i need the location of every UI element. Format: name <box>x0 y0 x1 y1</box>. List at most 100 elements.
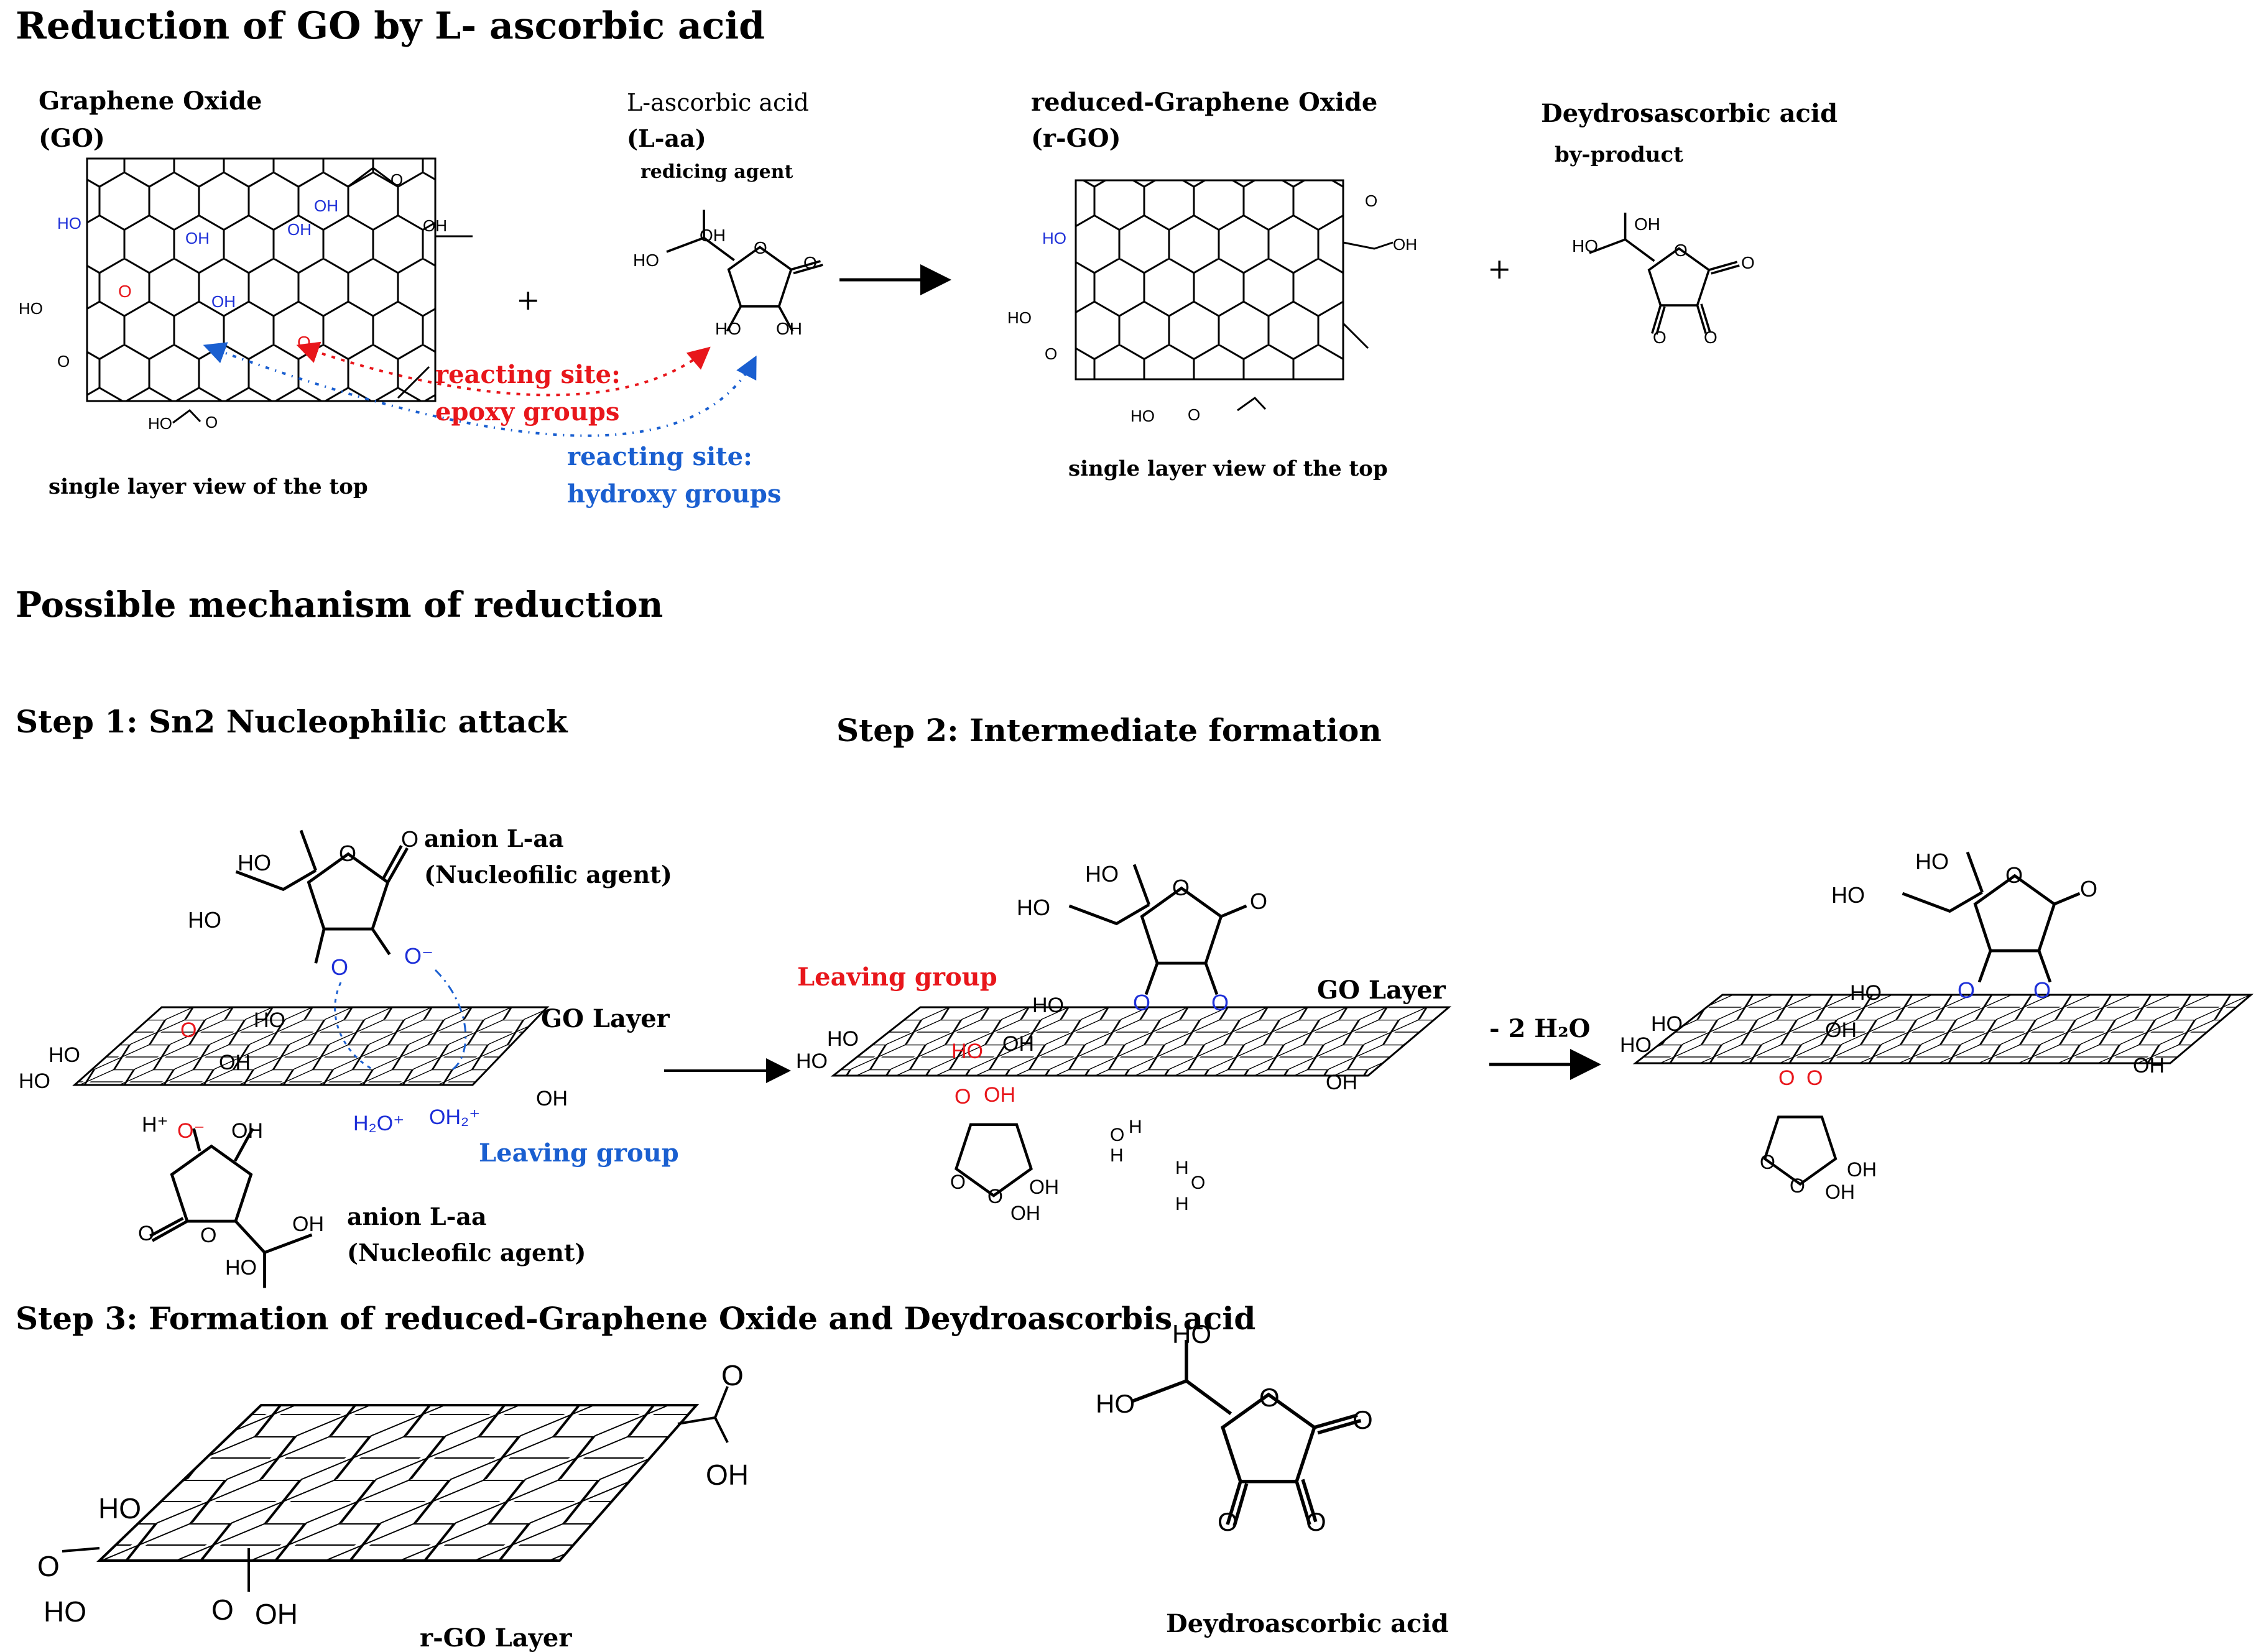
final-bottom-oh-1: OH <box>1847 1158 1877 1181</box>
step1-h2o-plus: H₂O⁺ <box>353 1112 404 1135</box>
rgo-o-top: O <box>1365 192 1377 210</box>
final-oh-2: OH <box>2133 1054 2165 1077</box>
step3-ho-bottom: HO <box>44 1595 86 1628</box>
step1-heading: Step 1: Sn2 Nucleophilic attack <box>16 703 568 740</box>
dha-top-ho: HO <box>1572 236 1598 256</box>
step2-heading: Step 2: Intermediate formation <box>836 712 1382 749</box>
step1-bottom-ho: HO <box>225 1256 257 1280</box>
step3-o-left: O <box>37 1550 60 1582</box>
hydroxy-site-arrow <box>203 342 757 437</box>
step1-ho-1: HO <box>49 1043 80 1067</box>
laa-name: L-ascorbic acid <box>627 89 809 116</box>
step2-ho-3: HO <box>796 1050 828 1073</box>
go-oh-1: OH <box>185 229 210 247</box>
laa-o-ring: O <box>754 238 767 257</box>
step3-dha-o-keto: O <box>1352 1405 1373 1434</box>
rgo-abbr: (r-GO) <box>1031 124 1121 153</box>
dha-top-oh: OH <box>1634 215 1660 234</box>
step1-top-o-keto: O <box>401 826 418 852</box>
step1-top-ho-2: HO <box>188 907 221 933</box>
step1-epoxy-o: O <box>180 1018 196 1042</box>
go-ho-left: HO <box>57 214 81 233</box>
go-cooh-o: O <box>391 170 403 189</box>
reduced-graphene-oxide-structure <box>1075 179 1394 412</box>
final-o-ring: O <box>2005 862 2023 888</box>
step2-minus-water: - 2 H₂O <box>1489 1014 1590 1043</box>
final-ho-2: HO <box>1651 1012 1683 1036</box>
go-abbr: (GO) <box>39 124 105 153</box>
go-left-ho: HO <box>19 299 43 318</box>
step1-bottom-oh-2: OH <box>292 1212 324 1236</box>
step1-ho-2: HO <box>19 1069 50 1093</box>
final-bottom-oh-2: OH <box>1825 1181 1855 1203</box>
epoxy-site-line2: epoxy groups <box>435 397 619 427</box>
final-bottom-o-2: O <box>1790 1174 1805 1197</box>
go-epoxy-o-1: O <box>118 282 132 301</box>
step1-bottom-oh-1: OH <box>231 1119 263 1143</box>
step1-anion-bottom-line1: anion L-aa <box>347 1202 487 1230</box>
step2-go-layer-label: GO Layer <box>1317 976 1446 1005</box>
step1-bottom-o-minus: O⁻ <box>177 1119 205 1143</box>
rgo-ho-left: HO <box>1042 229 1066 247</box>
step2-product-laa <box>1902 851 2081 983</box>
step1-ho-3: HO <box>254 1008 285 1032</box>
step2-ho-left: HO <box>1017 895 1050 920</box>
step2-ho-red: HO <box>951 1040 983 1063</box>
step3-dha-ho-top: HO <box>1172 1319 1211 1349</box>
go-aldehyde-o: O <box>205 413 218 431</box>
laa-role: redicing agent <box>640 161 793 183</box>
go-epoxy-o-2: O <box>297 333 311 352</box>
rgo-name: reduced-Graphene Oxide <box>1031 88 1377 117</box>
go-left-o: O <box>57 352 70 371</box>
step2-oh-red: OH <box>984 1083 1015 1107</box>
go-name: Graphene Oxide <box>39 86 262 116</box>
step3-rgo-layer <box>62 1386 729 1592</box>
step1-oh2-plus: OH₂⁺ <box>429 1105 480 1129</box>
rgo-o-bottom: O <box>1045 344 1057 363</box>
step1-leaving-group: Leaving group <box>479 1138 679 1168</box>
laa-structure <box>666 210 823 332</box>
step2-bottom-oh-1: OH <box>1029 1176 1059 1198</box>
final-o-red-1: O <box>1778 1066 1795 1090</box>
step3-oh-bottom: OH <box>255 1598 298 1630</box>
step2-water-2-h2: H <box>1175 1194 1189 1214</box>
step3-heading: Step 3: Formation of reduced-Graphene Ox… <box>16 1300 1255 1337</box>
dha-role: by-product <box>1555 142 1683 167</box>
laa-ho-2: HO <box>715 319 741 338</box>
final-o-keto: O <box>2080 876 2097 902</box>
go-oh-3: OH <box>314 196 338 215</box>
main-title: Reduction of GO by L- ascorbic acid <box>16 4 765 48</box>
laa-o-keto: O <box>803 253 817 272</box>
epoxy-site-line1: reacting site: <box>435 360 621 389</box>
laa-ho-1: HO <box>633 251 659 270</box>
step1-top-o-minus: O⁻ <box>404 943 433 969</box>
rgo-caption: single layer view of the top <box>1068 456 1388 481</box>
step2-water-1-o: O <box>1110 1125 1124 1145</box>
go-cooh-oh: OH <box>423 216 447 235</box>
step1-oh-1: OH <box>219 1051 251 1074</box>
step1-h-plus: H⁺ <box>142 1113 169 1137</box>
final-oh-1: OH <box>1825 1018 1857 1042</box>
step1-top-o-ring: O <box>339 841 356 866</box>
step3-dha-structure <box>1131 1339 1362 1526</box>
step2-water-2-h1: H <box>1175 1158 1189 1178</box>
step1-anion-bottom <box>149 1127 313 1288</box>
step2-o-ring: O <box>1172 875 1190 900</box>
step3-ho-left: HO <box>98 1492 141 1525</box>
step2-bottom-o-2: O <box>987 1185 1003 1207</box>
go-oh-2: OH <box>287 220 312 239</box>
final-ho-1: HO <box>1850 981 1882 1005</box>
final-o-blue-2: O <box>2033 977 2051 1003</box>
final-ho-3: HO <box>1620 1033 1652 1057</box>
step1-anion-bottom-line2: (Nucleofilc agent) <box>347 1239 586 1267</box>
step3-dha-o-1: O <box>1218 1507 1238 1536</box>
dha-structure-top <box>1589 213 1740 335</box>
go-aldehyde-ho: HO <box>148 414 172 433</box>
step3-dha-o-ring: O <box>1259 1383 1280 1412</box>
graphene-oxide-structure <box>86 157 473 402</box>
plus-2: + <box>1487 252 1512 285</box>
step3-dha-label: Deydroascorbic acid <box>1166 1609 1449 1638</box>
step3-oh-right: OH <box>706 1459 749 1491</box>
step1-oh-2: OH <box>536 1087 568 1110</box>
dha-top-o-2: O <box>1704 328 1717 347</box>
